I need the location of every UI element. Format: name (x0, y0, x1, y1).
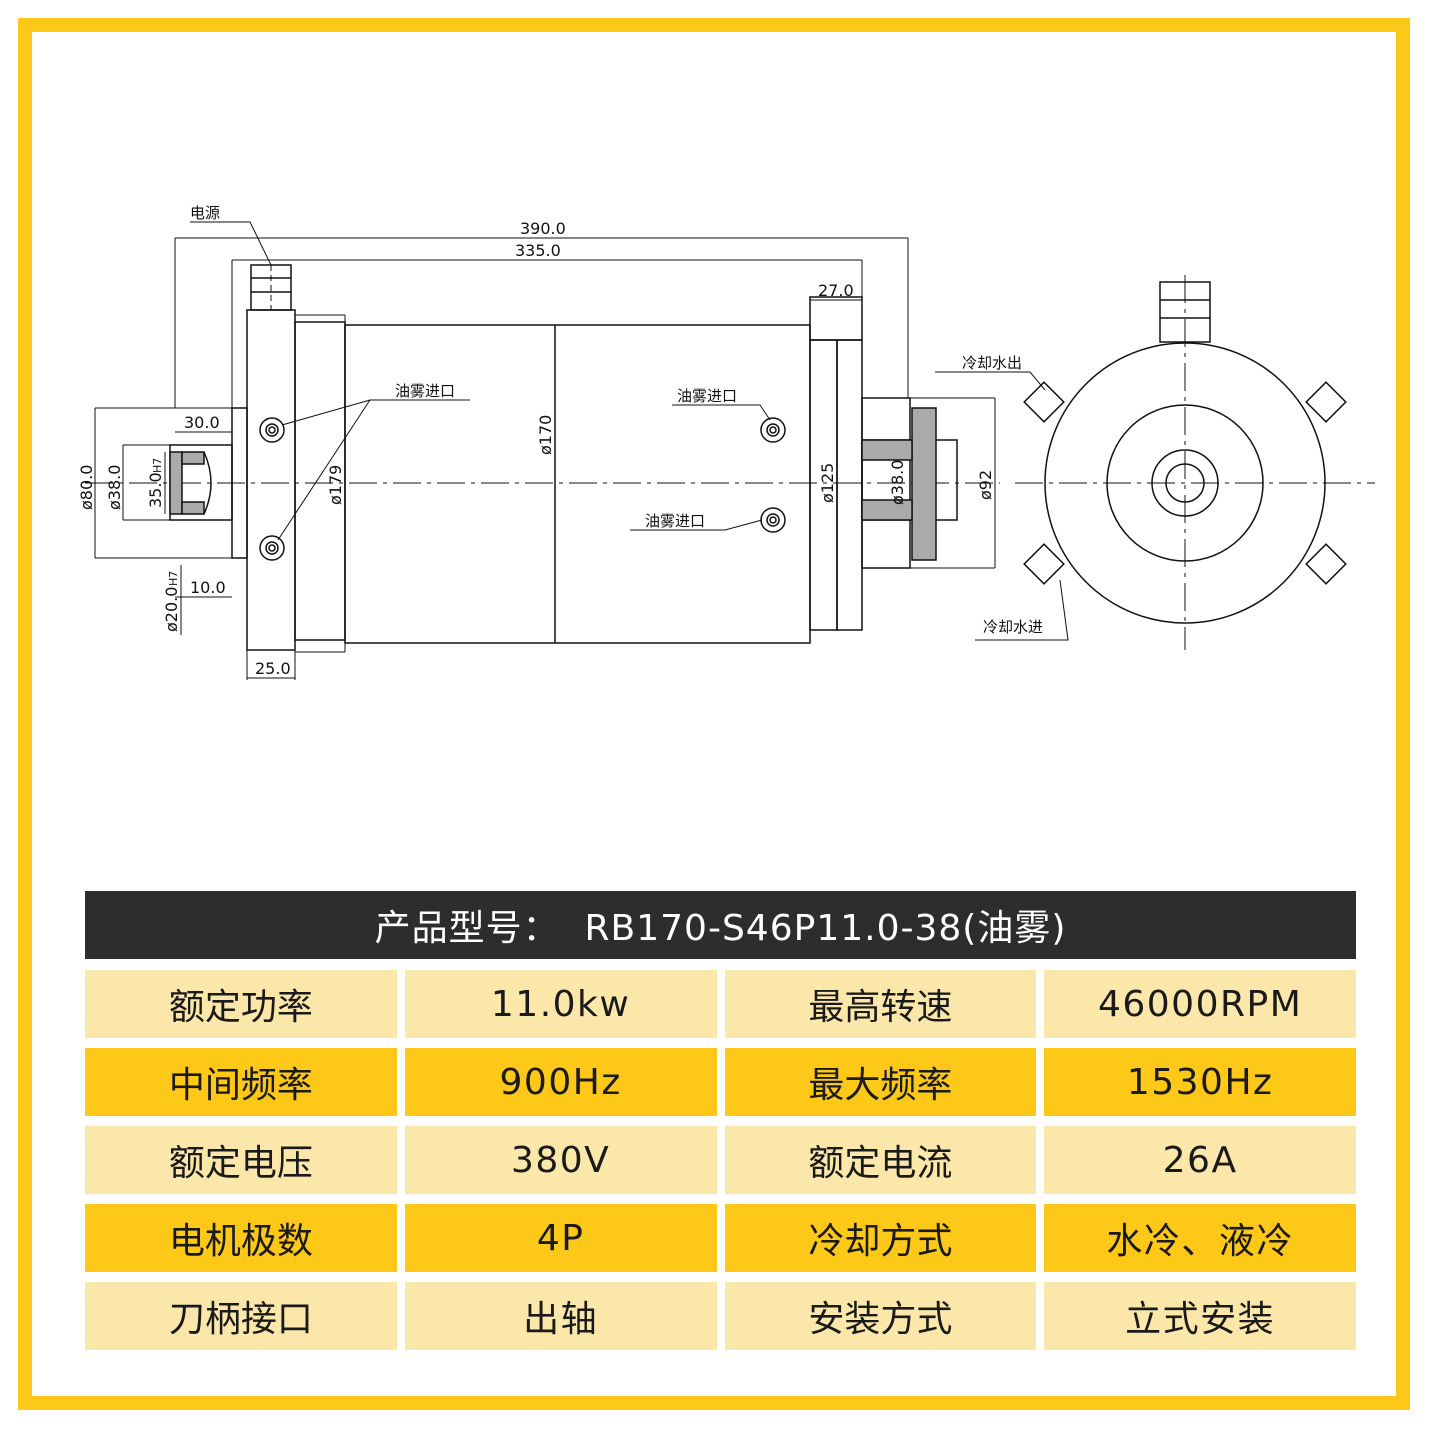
end-view (1015, 275, 1375, 650)
coolant-fitting-top-left (1023, 381, 1065, 423)
dim-phi20: ø20.0 (162, 587, 181, 632)
leader-oil-3 (630, 519, 763, 531)
dim-phi38-left: ø38.0 (105, 465, 124, 510)
spec-value: 11.0kw (404, 970, 717, 1038)
spec-label: 额定电流 (724, 1126, 1037, 1194)
front-shaft-hatch-left (169, 451, 183, 515)
product-model-label: 产品型号： (374, 908, 560, 949)
dim-27: 27.0 (818, 281, 854, 300)
rear-shaft-hatch-top (861, 439, 913, 461)
dim-phi179: ø179 (326, 465, 345, 505)
dim-phi92: ø92 (976, 470, 995, 500)
spec-row: 额定电压 380V 额定电流 26A (85, 1126, 1356, 1194)
yellow-border-frame (18, 18, 1410, 1410)
label-oil-inlet-2: 油雾进口 (677, 387, 737, 405)
dim-phi125: ø125 (818, 463, 837, 503)
dim-35: 35.0 (146, 472, 165, 508)
label-coolant-out: 冷却水出 (962, 354, 1022, 372)
spec-row: 刀柄接口 出轴 安装方式 立式安装 (85, 1282, 1356, 1350)
dim-10: 10.0 (190, 578, 226, 597)
rear-flange-2 (836, 339, 863, 631)
dim-390: 390.0 (520, 219, 566, 238)
spec-value: 立式安装 (1044, 1282, 1356, 1350)
dim-h7-a: H7 (151, 458, 164, 473)
dim-phi38-right: ø38.0 (888, 460, 907, 505)
spec-value: 380V (404, 1126, 717, 1194)
spec-label: 刀柄接口 (85, 1282, 397, 1350)
front-shaft-hatch-top (181, 451, 205, 465)
leader-oil-2 (672, 404, 771, 421)
leader-oil-1b (277, 399, 371, 541)
label-oil-inlet-3: 油雾进口 (645, 512, 705, 530)
spec-label: 冷却方式 (724, 1204, 1037, 1272)
end-view-cable-gland (1159, 281, 1211, 343)
spec-label: 安装方式 (724, 1282, 1037, 1350)
oil-nut-4 (760, 507, 786, 533)
dim-30: 30.0 (184, 413, 220, 432)
rear-boss (809, 296, 863, 341)
coolant-fitting-bottom-left (1023, 543, 1065, 585)
front-shaft-hatch-bottom (181, 501, 205, 515)
end-cap (246, 309, 296, 651)
product-model-bar: 产品型号： RB170-S46P11.0-38(油雾) (85, 891, 1356, 959)
leader-coolant-in (975, 579, 1069, 641)
front-shaft-arc (203, 451, 212, 515)
leader-coolant-out (935, 371, 1046, 391)
technical-drawing: 电源 油雾进口 油雾进口 油雾进口 冷却水出 冷却水进 390.0 335.0 … (77, 204, 1375, 680)
spec-label: 最高转速 (724, 970, 1037, 1038)
product-model-value: RB170-S46P11.0-38(油雾) (584, 908, 1067, 949)
dim-phi170: ø170 (536, 415, 555, 455)
spec-value: 水冷、液冷 (1044, 1204, 1356, 1272)
spec-value: 46000RPM (1044, 970, 1356, 1038)
dim-h7-b: H7 (167, 571, 180, 586)
label-coolant-in: 冷却水进 (983, 618, 1043, 636)
spec-value: 900Hz (404, 1048, 717, 1116)
dim-335: 335.0 (515, 241, 561, 260)
spec-label: 电机极数 (85, 1204, 397, 1272)
main-body (344, 324, 811, 644)
oil-nut-3 (760, 417, 786, 443)
coolant-fitting-top-right (1305, 381, 1347, 423)
coolant-fitting-bottom-right (1305, 543, 1347, 585)
spec-row: 电机极数 4P 冷却方式 水冷、液冷 (85, 1204, 1356, 1272)
spec-value: 4P (404, 1204, 717, 1272)
spec-table: 额定功率 11.0kw 最高转速 46000RPM 中间频率 900Hz 最大频… (85, 970, 1356, 1360)
spec-label: 额定功率 (85, 970, 397, 1038)
spec-label: 最大频率 (724, 1048, 1037, 1116)
spec-label: 中间频率 (85, 1048, 397, 1116)
oil-nut-2 (259, 535, 285, 561)
spec-value: 1530Hz (1044, 1048, 1356, 1116)
spec-row: 额定功率 11.0kw 最高转速 46000RPM (85, 970, 1356, 1038)
spec-value: 26A (1044, 1126, 1356, 1194)
label-oil-inlet-1: 油雾进口 (395, 382, 455, 400)
dim-25: 25.0 (255, 659, 291, 678)
label-power: 电源 (190, 204, 220, 222)
spec-row: 中间频率 900Hz 最大频率 1530Hz (85, 1048, 1356, 1116)
rear-coupling-hatch (911, 407, 937, 561)
spec-label: 额定电压 (85, 1126, 397, 1194)
spec-value: 出轴 (404, 1282, 717, 1350)
leader-power (190, 221, 272, 266)
oil-nut-1 (259, 417, 285, 443)
dim-phi80: ø80.0 (77, 465, 96, 510)
leader-oil-1a (281, 399, 470, 426)
